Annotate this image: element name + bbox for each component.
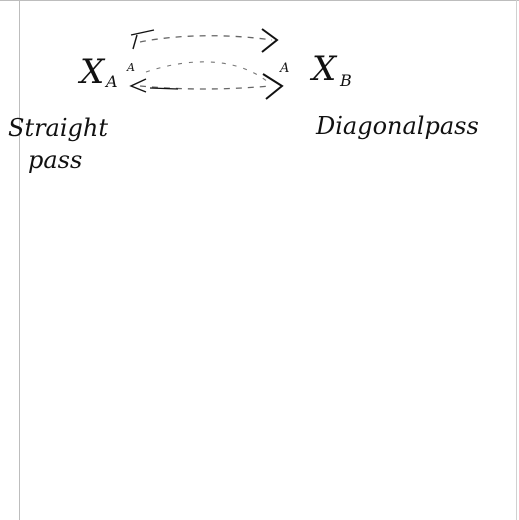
player-a-subscript: A bbox=[104, 72, 118, 91]
player-a-marker: X A A bbox=[77, 52, 135, 92]
straight-pass-arrow bbox=[130, 28, 279, 53]
straight-pass-label-line2: pass bbox=[28, 146, 82, 174]
player-b-x: X bbox=[309, 49, 338, 89]
player-a-x: X bbox=[77, 52, 106, 92]
sheet-left-border bbox=[19, 0, 20, 520]
player-b-subscript: B bbox=[339, 71, 352, 90]
straight-pass-label-line1: Straight bbox=[8, 114, 108, 142]
sheet-right-border bbox=[516, 0, 517, 520]
straight-pass-label: Straight pass bbox=[8, 114, 108, 174]
diagonal-pass-label-text: Diagonalpass bbox=[315, 112, 479, 140]
player-b-arrow-tag: A bbox=[279, 61, 289, 76]
diagonal-pass-label: Diagonalpass bbox=[315, 112, 479, 140]
sheet-top-border bbox=[0, 0, 519, 1]
diagonal-pass-arrow bbox=[129, 61, 284, 100]
player-a-arrow-tag: A bbox=[126, 61, 135, 74]
player-b-marker: X B A bbox=[279, 49, 352, 90]
